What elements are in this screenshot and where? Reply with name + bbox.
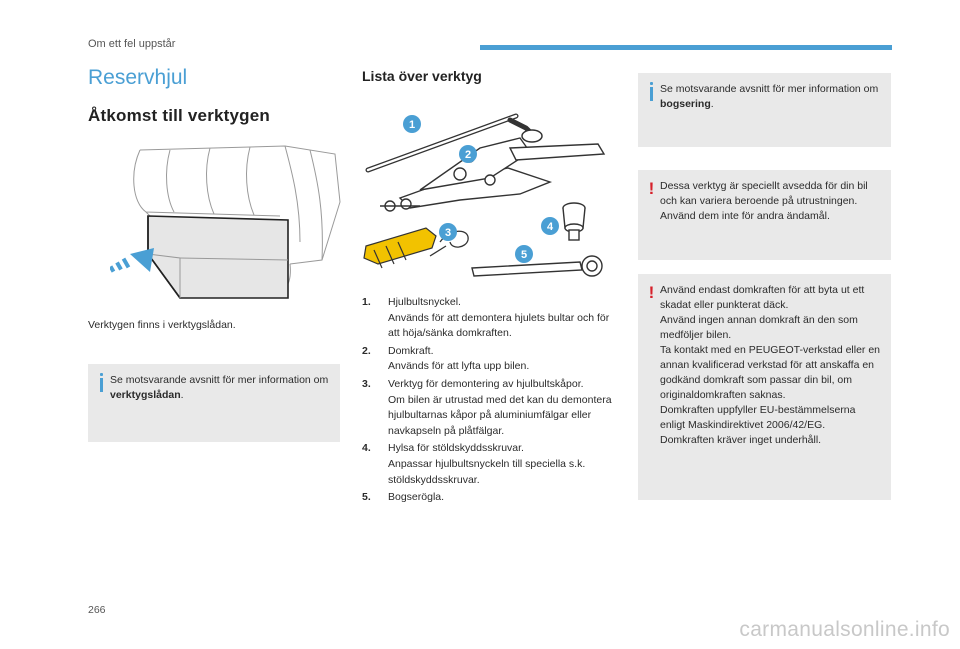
item-description: Används för att lyfta upp bilen.: [388, 360, 530, 373]
item-description: Anpassar hjulbultsnyckeln till speciella…: [388, 457, 586, 486]
item-number: 1.: [362, 296, 371, 308]
jack-illustration: [380, 137, 606, 212]
note-text: Se motsvarande avsnitt för mer informati…: [110, 374, 329, 386]
item-description: Om bilen är utrustad med det kan du demo…: [388, 393, 612, 437]
page-number: 266: [88, 604, 106, 616]
label-2-badge: [459, 145, 477, 163]
list-item: 2. Domkraft. Används för att lyfta upp b…: [362, 344, 612, 375]
label-5-badge: [515, 245, 533, 263]
item-name: Hylsa för stöldskyddsskruvar.: [388, 442, 524, 455]
label-5: 5: [521, 249, 527, 261]
label-1-badge: [403, 115, 421, 133]
wheel-brace-illustration: [365, 113, 543, 173]
note-suffix: .: [710, 98, 714, 110]
item-number: 2.: [362, 344, 371, 357]
arrow-icon: [110, 248, 154, 273]
note-link-term: verktygslådan: [110, 389, 181, 401]
tools-warning-note: ! Dessa verktyg är speciellt avsedda för…: [638, 170, 891, 260]
label-2: 2: [465, 149, 471, 161]
warning-icon: !: [648, 283, 655, 302]
note-link-term: bogsering: [660, 98, 711, 110]
list-item: 1. Hjulbultsnyckel. Används för att demo…: [362, 295, 612, 342]
seat-toolbox-illustration: [110, 145, 341, 299]
item-number: 5.: [362, 491, 371, 504]
toolbox-info-note: Se motsvarande avsnitt för mer informati…: [88, 364, 340, 442]
header-accent-bar: [480, 45, 892, 50]
note-suffix: .: [180, 389, 184, 401]
item-name: Bogserögla.: [388, 491, 445, 504]
tool-list: 1. Hjulbultsnyckel. Används för att demo…: [362, 295, 612, 508]
tools-illustration: 1 2 3 4 5: [363, 113, 606, 277]
label-4-badge: [541, 217, 559, 235]
warning-icon: !: [648, 179, 655, 198]
item-number: 3.: [362, 377, 371, 390]
label-3-badge: [439, 223, 457, 241]
jack-warning-note: ! Använd endast domkraften för att byta …: [638, 274, 891, 500]
watermark: carmanualsonline.info: [739, 618, 950, 641]
note-text: Se motsvarande avsnitt för mer informati…: [660, 83, 879, 95]
list-item: 5. Bogserögla.: [362, 490, 612, 506]
list-item: 3. Verktyg för demontering av hjulbultsk…: [362, 377, 612, 439]
item-number: 4.: [362, 442, 371, 455]
section-title: Reservhjul: [88, 66, 188, 89]
item-name: Verktyg för demontering av hjulbultskåpo…: [388, 377, 584, 390]
info-icon: [647, 82, 656, 104]
label-4: 4: [547, 221, 554, 233]
item-description: Används för att demontera hjulets bultar…: [388, 311, 610, 340]
security-socket-illustration: [562, 202, 586, 241]
towing-eye-illustration: [471, 255, 603, 277]
label-3: 3: [445, 227, 451, 239]
access-title: Åtkomst till verktygen: [88, 106, 271, 125]
tools-list-title: Lista över verktyg: [362, 68, 482, 84]
chapter-header: Om ett fel uppstår: [88, 38, 176, 50]
towing-info-note: Se motsvarande avsnitt för mer informati…: [638, 73, 891, 147]
info-icon: [97, 373, 106, 395]
list-item: 4. Hylsa för stöldskyddsskruvar. Anpassa…: [362, 441, 612, 488]
hubcap-tool-illustration: [363, 227, 469, 269]
item-name: Hjulbultsnyckel.: [388, 296, 461, 308]
warning-text: Använd endast domkraften för att byta ut…: [660, 284, 881, 446]
item-name: Domkraft.: [388, 344, 434, 357]
label-1: 1: [409, 119, 415, 131]
toolbox-location-text: Verktygen finns i verktygslådan.: [88, 319, 236, 331]
warning-text: Dessa verktyg är speciellt avsedda för d…: [660, 180, 868, 222]
